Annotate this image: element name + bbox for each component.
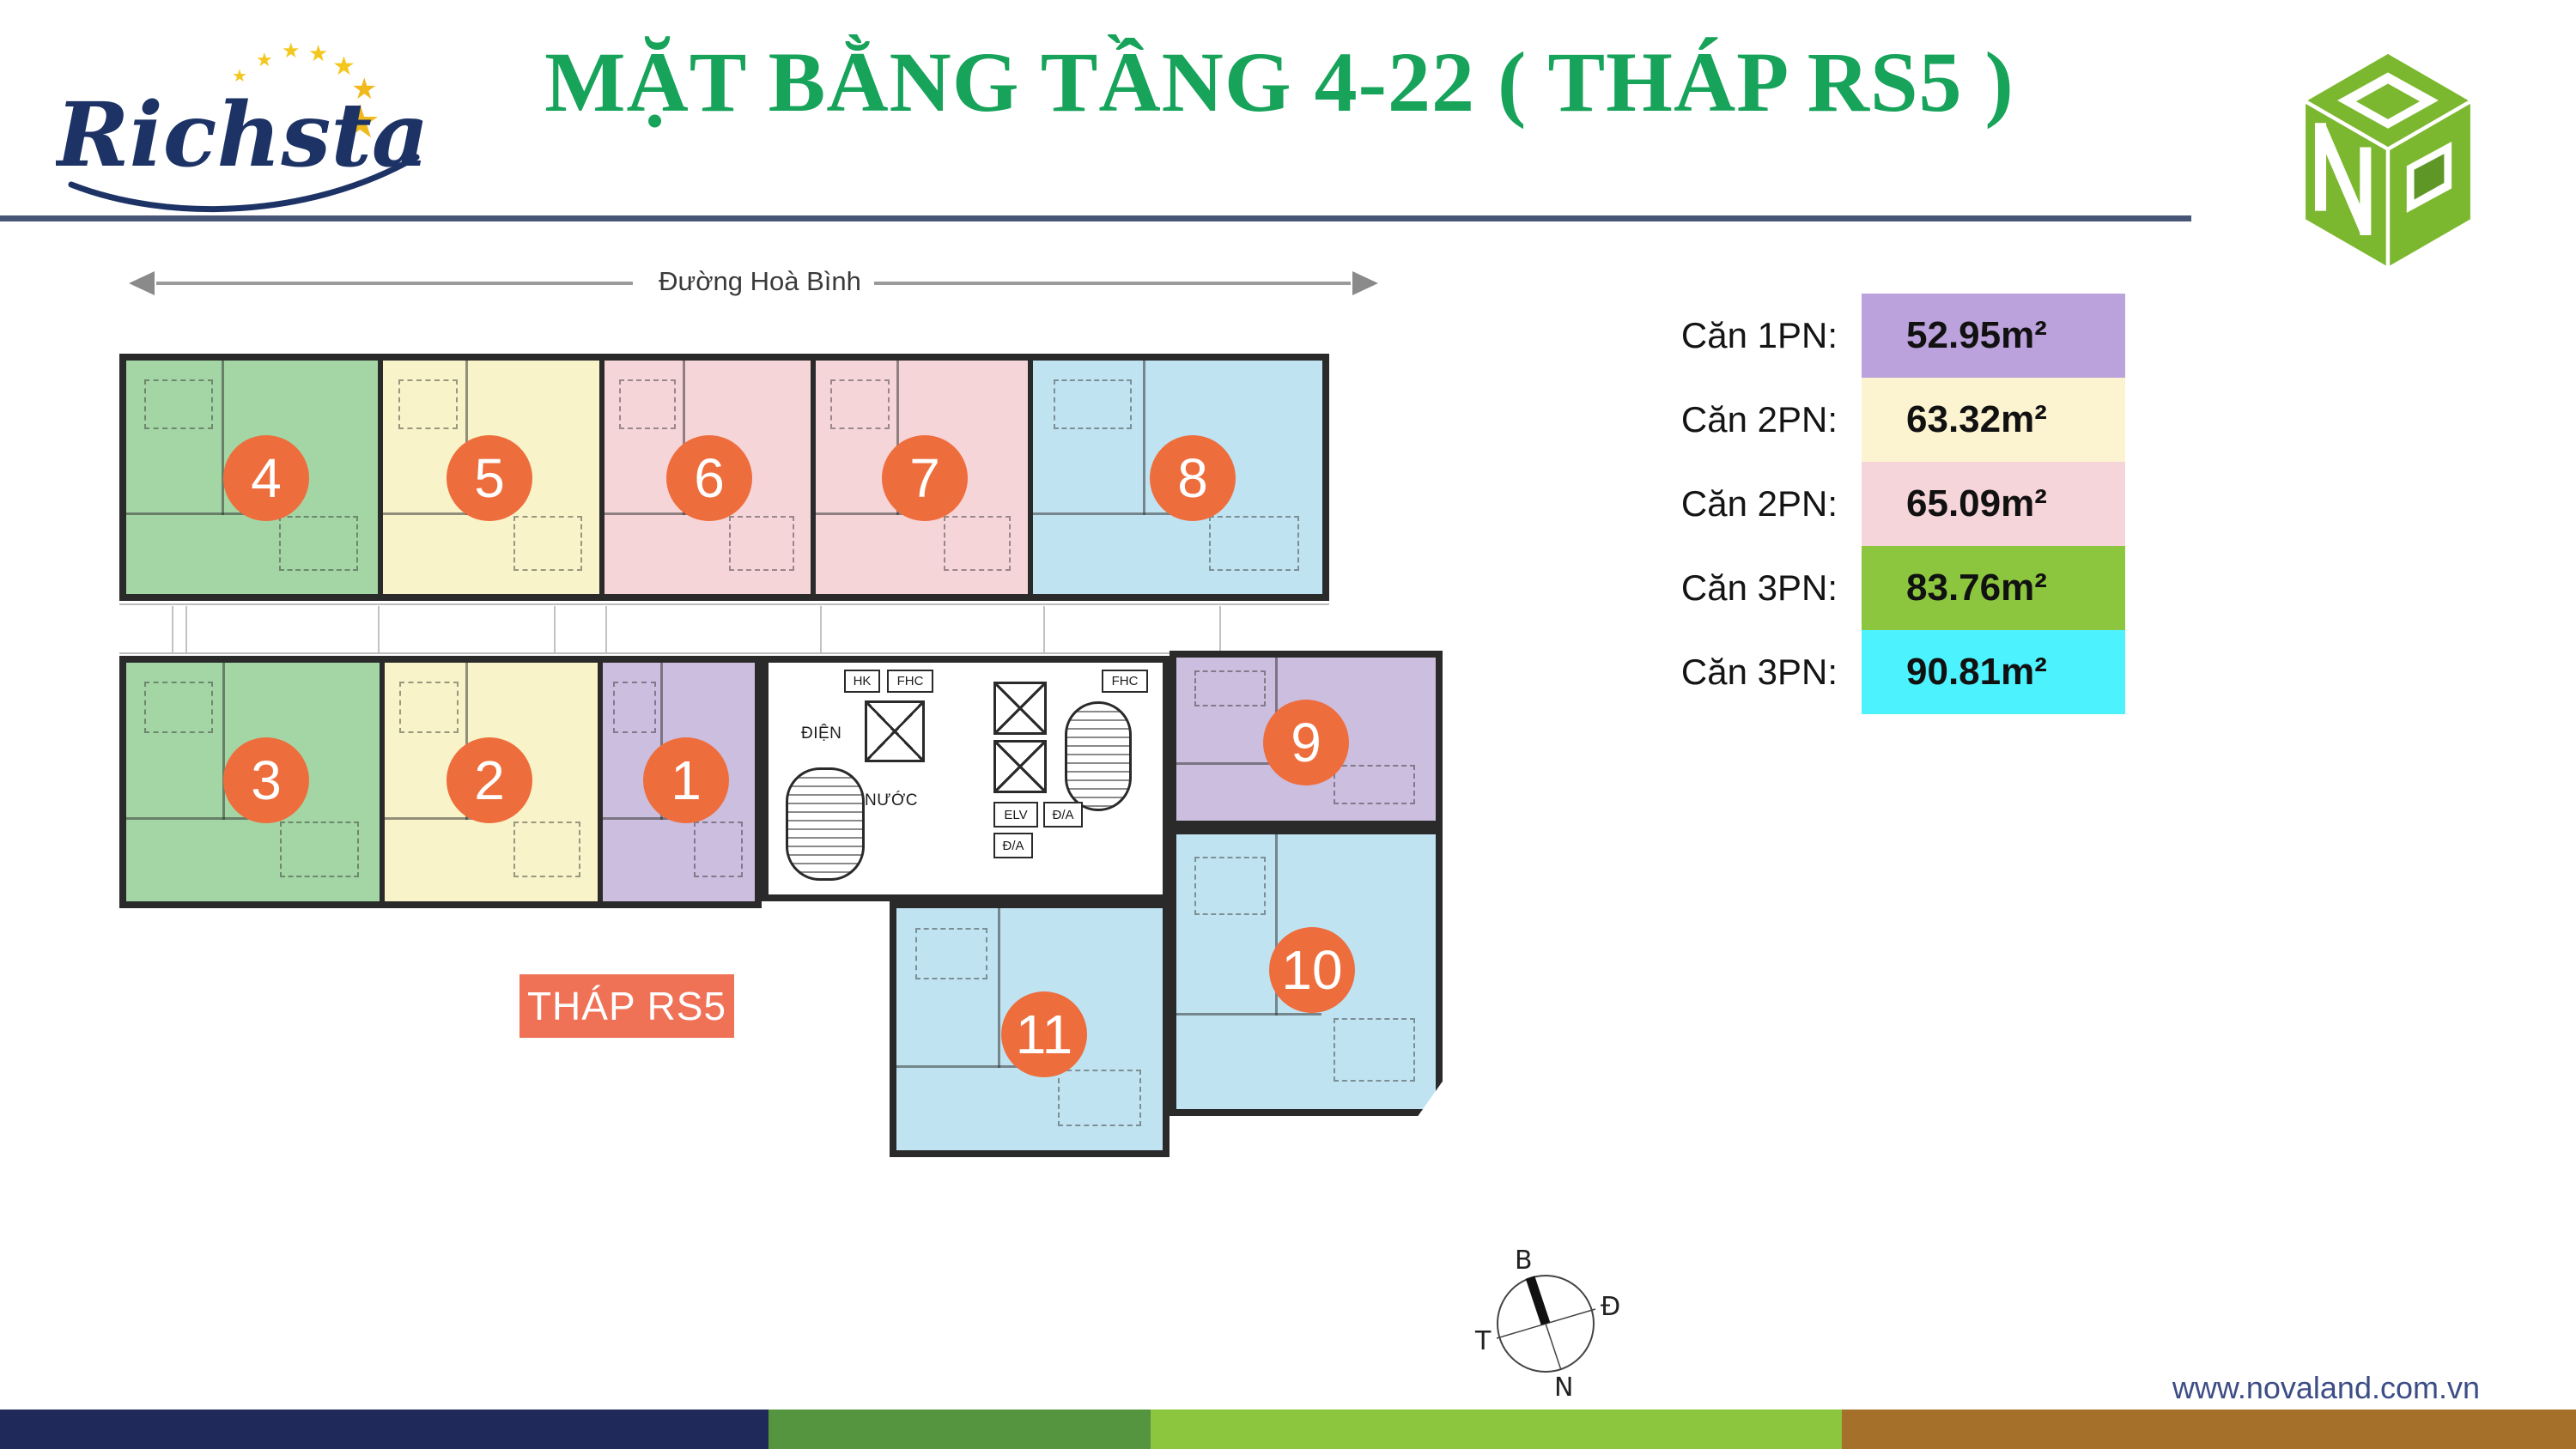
street-arrow: Đường Hoà Bình <box>129 266 1378 297</box>
balcony-tick <box>820 606 822 652</box>
stairs-left <box>786 767 865 881</box>
page-title: MẶT BẰNG TẦNG 4-22 ( THÁP RS5 ) <box>544 34 2014 130</box>
star-icon: ★ <box>351 73 377 106</box>
legend-swatch: 52.95m² <box>1862 294 2125 378</box>
da-room: Đ/A <box>993 833 1033 858</box>
arrow-line-right <box>874 282 1351 285</box>
unit-badge-9: 9 <box>1263 700 1349 785</box>
balcony-tick <box>1219 606 1221 652</box>
legend-swatch: 65.09m² <box>1862 462 2125 546</box>
unit-6 <box>605 361 816 594</box>
star-icon: ★ <box>332 52 355 81</box>
hk-room: HK <box>844 670 880 693</box>
unit-badge-5: 5 <box>447 435 532 521</box>
legend-label: Căn 3PN: <box>1680 567 1838 608</box>
legend-row: Căn 3PN: 83.76m² <box>1640 546 2125 630</box>
unit-5 <box>383 361 605 594</box>
unit-badge-10: 10 <box>1269 927 1355 1013</box>
unit-badge-6: 6 <box>666 435 752 521</box>
stairs-right <box>1065 701 1132 811</box>
compass-east-label: Đ <box>1601 1292 1620 1322</box>
legend-swatch: 83.76m² <box>1862 546 2125 630</box>
compass-west-label: T <box>1474 1326 1492 1356</box>
balcony-tick <box>605 606 607 652</box>
unit-badge-8: 8 <box>1150 435 1236 521</box>
star-icon: ★ <box>308 40 328 66</box>
balcony-tick <box>378 606 380 652</box>
legend-swatch: 90.81m² <box>1862 630 2125 714</box>
plan-top-row <box>119 354 1329 601</box>
balcony-tick <box>185 606 187 652</box>
da-room: Đ/A <box>1043 802 1083 828</box>
header-divider <box>0 215 2191 221</box>
fhc-room-left: FHC <box>887 670 933 693</box>
star-icon: ★ <box>256 49 273 70</box>
legend-row: Căn 2PN: 63.32m² <box>1640 378 2125 462</box>
compass-south-label: N <box>1554 1373 1573 1403</box>
legend-row: Căn 1PN: 52.95m² <box>1640 294 2125 378</box>
compass-icon: B Đ T N <box>1474 1246 1620 1403</box>
unit-badge-4: 4 <box>223 435 309 521</box>
balcony-tick <box>172 606 173 652</box>
legend-row: Căn 2PN: 65.09m² <box>1640 462 2125 546</box>
hk-label: HK <box>853 674 872 688</box>
stripe-segment <box>0 1410 769 1449</box>
unit-badge-1: 1 <box>643 737 729 823</box>
balcony-line <box>119 603 1329 605</box>
legend-label: Căn 1PN: <box>1680 315 1838 355</box>
legend-label: Căn 2PN: <box>1680 399 1838 440</box>
arrow-right-icon <box>1352 271 1378 295</box>
footer-stripe <box>0 1410 2576 1449</box>
elevator-shaft <box>993 682 1047 735</box>
unit-badge-11: 11 <box>1001 991 1087 1077</box>
legend-swatch: 63.32m² <box>1862 378 2125 462</box>
elv-room: ELV <box>993 802 1038 828</box>
unit-badge-3: 3 <box>223 737 309 823</box>
brand-script: Richstar <box>56 83 434 187</box>
legend-label: Căn 2PN: <box>1680 483 1838 524</box>
legend-row: Căn 3PN: 90.81m² <box>1640 630 2125 714</box>
footer-url: www.novaland.com.vn <box>2172 1370 2480 1405</box>
balcony-line <box>119 652 1329 654</box>
building-core: HK FHC ĐIỆN NƯỚC FHC ELV Đ/A Đ/A <box>762 656 1170 901</box>
da-label: Đ/A <box>1052 807 1074 822</box>
novaland-logo <box>2300 50 2476 273</box>
elevator-shaft <box>865 700 925 762</box>
dien-label: ĐIỆN <box>801 724 842 743</box>
tower-tag: THÁP RS5 <box>519 974 734 1038</box>
richstar-logo: ★ ★ ★ ★ ★ ★ ★ Richstar <box>56 39 434 213</box>
legend: Căn 1PN: 52.95m² Căn 2PN: 63.32m² Căn 2PN: 65… <box>1640 294 2125 714</box>
stripe-segment <box>1151 1410 1842 1449</box>
nuoc-label: NƯỚC <box>865 791 918 809</box>
fhc-left-label: FHC <box>896 674 924 688</box>
arrow-line-left <box>156 282 633 285</box>
stripe-segment <box>1842 1410 2576 1449</box>
star-icon: ★ <box>232 67 247 86</box>
arrow-left-icon <box>129 271 155 295</box>
compass-north-label: B <box>1515 1246 1533 1276</box>
da-label: Đ/A <box>1002 838 1024 853</box>
balcony-tick <box>554 606 556 652</box>
balcony-tick <box>1043 606 1045 652</box>
fhc-right-label: FHC <box>1111 674 1139 688</box>
unit-badge-2: 2 <box>447 737 532 823</box>
stripe-segment <box>769 1410 1151 1449</box>
star-icon: ★ <box>282 39 301 63</box>
legend-label: Căn 3PN: <box>1680 652 1838 692</box>
unit-badge-7: 7 <box>882 435 968 521</box>
elv-label: ELV <box>1004 807 1028 822</box>
elevator-shaft <box>993 740 1047 793</box>
street-label: Đường Hoà Bình <box>659 266 861 296</box>
fhc-room-right: FHC <box>1102 670 1148 693</box>
brand-swash <box>68 154 420 213</box>
star-icon: ★ <box>339 96 380 148</box>
